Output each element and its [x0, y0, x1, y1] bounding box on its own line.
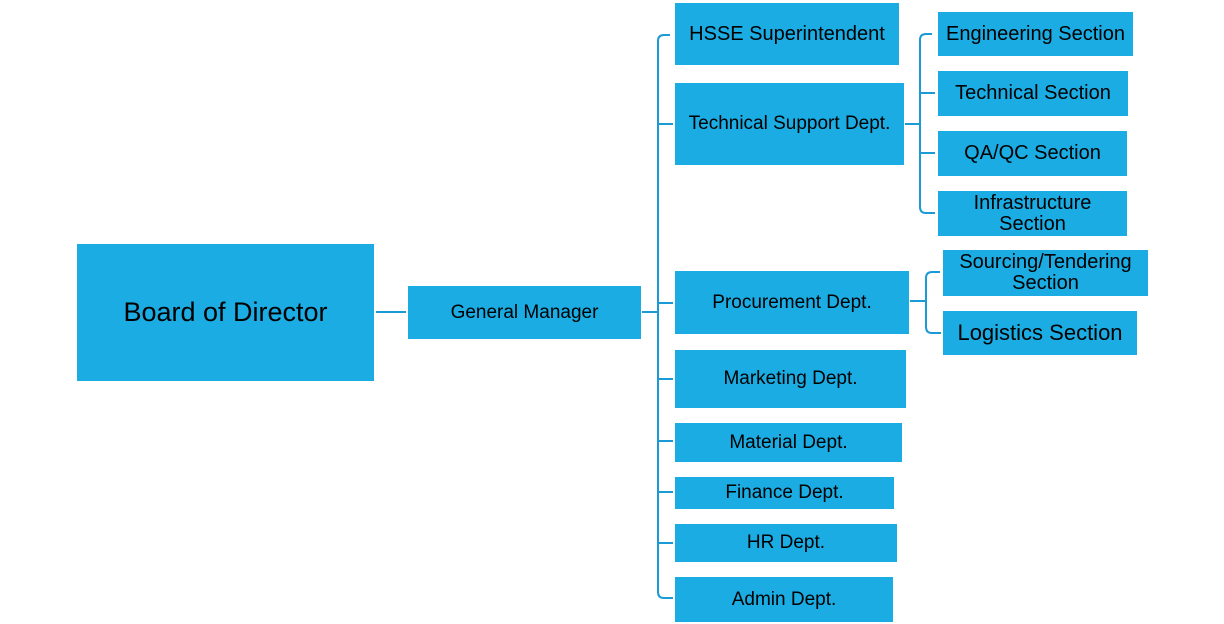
marketing-dept-box: Marketing Dept.: [675, 350, 906, 408]
infrastructure-section-label: Infrastructure Section: [973, 191, 1092, 235]
connector-dept-trunk: [657, 34, 673, 599]
admin-dept-box: Admin Dept.: [675, 577, 893, 622]
sourcing-tendering-section-label: Sourcing/Tendering Section: [959, 251, 1132, 294]
qa-qc-section-box: QA/QC Section: [938, 131, 1127, 176]
admin-dept-label: Admin Dept.: [731, 588, 837, 610]
hr-dept-label: HR Dept.: [746, 532, 826, 554]
material-dept-box: Material Dept.: [675, 423, 902, 462]
connector-proc-trunk: [925, 271, 941, 334]
engineering-section-box: Engineering Section: [938, 12, 1133, 56]
qa-qc-section-label: QA/QC Section: [964, 142, 1101, 164]
logistics-section-box: Logistics Section: [943, 311, 1137, 355]
hr-dept-box: HR Dept.: [675, 524, 897, 562]
marketing-dept-label: Marketing Dept.: [723, 368, 858, 390]
technical-section-label: Technical Section: [955, 82, 1111, 104]
procurement-dept-label: Procurement Dept.: [712, 291, 872, 313]
material-dept-label: Material Dept.: [729, 431, 848, 453]
technical-section-box: Technical Section: [938, 71, 1128, 116]
finance-dept-label: Finance Dept.: [725, 482, 844, 504]
board-of-director-box: Board of Director: [77, 244, 374, 381]
connector-ts-trunk: [919, 33, 935, 214]
general-manager-box: General Manager: [408, 286, 641, 339]
hsse-superintendent-label: HSSE Superintendent: [689, 22, 885, 45]
technical-support-dept-label: Technical Support Dept.: [688, 113, 891, 135]
procurement-dept-box: Procurement Dept.: [675, 271, 909, 334]
engineering-section-label: Engineering Section: [945, 22, 1125, 45]
infrastructure-section-box: Infrastructure Section: [938, 191, 1127, 236]
finance-dept-box: Finance Dept.: [675, 477, 894, 509]
technical-support-dept-box: Technical Support Dept.: [675, 83, 904, 165]
sourcing-tendering-section-box: Sourcing/Tendering Section: [943, 250, 1148, 296]
hsse-superintendent-box: HSSE Superintendent: [675, 3, 899, 65]
board-of-director-label: Board of Director: [123, 297, 328, 328]
general-manager-label: General Manager: [450, 301, 599, 323]
logistics-section-label: Logistics Section: [957, 320, 1123, 346]
